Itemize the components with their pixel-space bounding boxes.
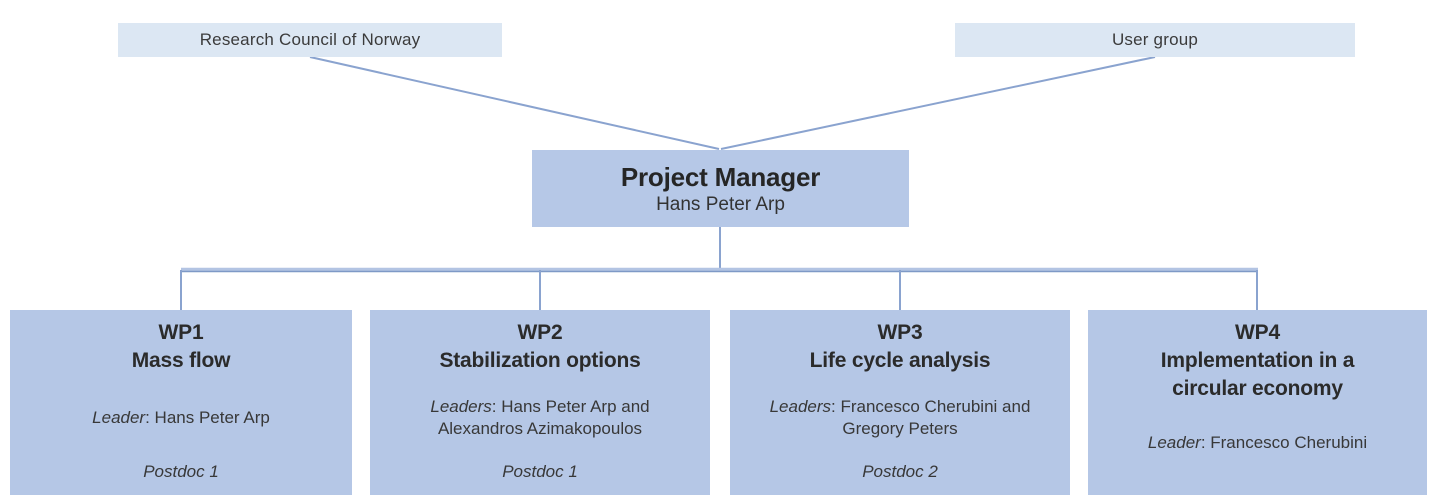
user-group-label: User group	[1111, 30, 1199, 49]
wp4-leader: Leader: Francesco Cherubini	[1148, 432, 1367, 454]
wp4-leader-label: Leader	[1147, 432, 1201, 452]
wp1-box: WP1 Mass flow Leader: Hans Peter Arp Pos…	[10, 310, 352, 495]
wp2-leader: Leaders: Hans Peter Arp and Alexandros A…	[394, 396, 686, 440]
wp1-id: WP1	[158, 321, 204, 344]
wp2-box: WP2 Stabilization options Leaders: Hans …	[370, 310, 710, 495]
wp3-title: Life cycle analysis	[809, 349, 991, 372]
wp2-leader-label: Leaders	[430, 397, 492, 416]
wp1-leader-names: : Hans Peter Arp	[145, 408, 270, 427]
wp2-postdoc: Postdoc 1	[502, 462, 578, 481]
wp4-id: WP4	[1235, 321, 1280, 344]
project-manager-box: Project Manager Hans Peter Arp	[532, 150, 909, 227]
user-group-box: User group	[955, 23, 1355, 57]
wp4-leader-names: : Francesco Cherubini	[1200, 432, 1368, 452]
funder-box: Research Council of Norway	[118, 23, 502, 57]
project-manager-name: Hans Peter Arp	[656, 194, 785, 215]
wp2-title: Stabilization options	[439, 349, 641, 372]
connector-funder-to-manager	[309, 56, 720, 150]
wp3-box: WP3 Life cycle analysis Leaders: Frances…	[730, 310, 1070, 495]
wp2-leader-names: : Hans Peter Arp and Alexandros Azimakop…	[437, 397, 650, 438]
wp1-leader-label: Leader	[92, 408, 146, 427]
wp3-leader: Leaders: Francesco Cherubini and Gregory…	[754, 396, 1046, 440]
wp3-leader-label: Leaders	[769, 397, 832, 416]
wp4-title: Implementation in a circular economy	[1160, 349, 1355, 400]
wp1-title: Mass flow	[131, 349, 231, 372]
wp4-box: WP4 Implementation in a circular economy…	[1088, 310, 1427, 495]
connector-usergroup-to-manager	[720, 56, 1156, 150]
wp1-leader: Leader: Hans Peter Arp	[92, 407, 270, 429]
funder-label: Research Council of Norway	[199, 30, 421, 49]
wp1-postdoc: Postdoc 1	[143, 462, 219, 481]
wp2-id: WP2	[517, 321, 563, 344]
wp3-leader-names: : Francesco Cherubini and Gregory Peters	[831, 397, 1031, 438]
wp3-id: WP3	[877, 321, 923, 344]
project-manager-title: Project Manager	[620, 162, 821, 192]
wp3-postdoc: Postdoc 2	[862, 462, 938, 481]
